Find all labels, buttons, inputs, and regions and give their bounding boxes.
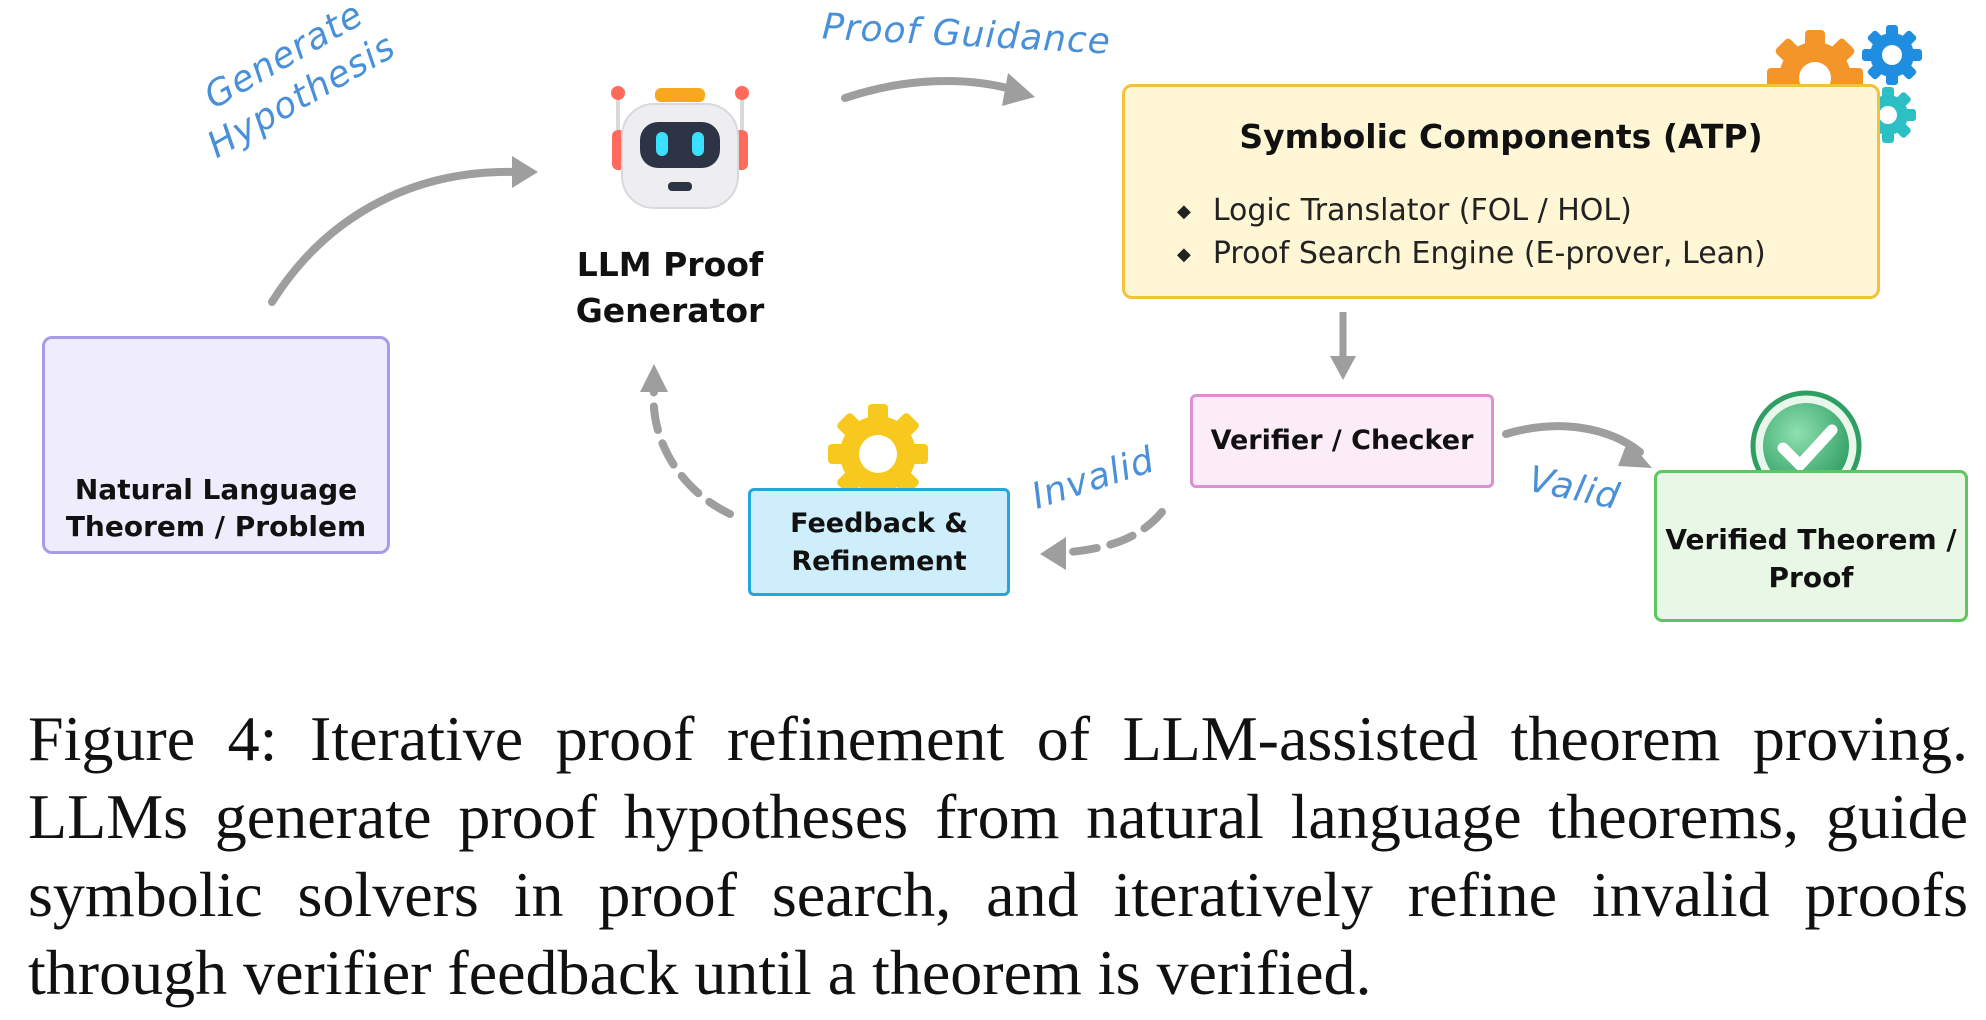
feedback-line2: Refinement: [791, 546, 967, 577]
symbolic-item-1: ◆Logic Translator (FOL / HOL): [1177, 193, 1632, 228]
arrow-valid: [1502, 422, 1652, 468]
nl-theorem-box: Natural Language Theorem / Problem: [42, 336, 390, 554]
nl-theorem-line2: Theorem / Problem: [65, 510, 367, 543]
llm-generator-line2: Generator: [575, 291, 765, 330]
nl-theorem-line1: Natural Language: [74, 473, 358, 506]
verified-box: Verified Theorem / Proof: [1654, 470, 1968, 622]
robot-icon: [611, 86, 749, 209]
verified-line1: Verified Theorem /: [1665, 523, 1957, 556]
feedback-box: Feedback & Refinement: [748, 488, 1010, 596]
symbolic-title: Symbolic Components (ATP): [1239, 117, 1763, 156]
arrow-proof-guidance: [841, 73, 1035, 106]
symbolic-components-box: Symbolic Components (ATP) ◆Logic Transla…: [1122, 84, 1880, 299]
bullet-icon: ◆: [1177, 201, 1191, 222]
verifier-box: Verifier / Checker: [1190, 394, 1494, 488]
arrow-feedback-loop: [640, 364, 734, 518]
arrow-generate-hypothesis: [268, 156, 538, 306]
arrow-symbolic-to-verifier: [1330, 312, 1356, 380]
arrow-invalid: [1040, 508, 1166, 570]
gear-icon: [828, 404, 928, 504]
verified-line2: Proof: [1768, 561, 1854, 594]
bullet-icon: ◆: [1177, 244, 1191, 265]
figure-caption: Figure 4: Iterative proof refinement of …: [28, 703, 1968, 1008]
verifier-label: Verifier / Checker: [1210, 425, 1474, 456]
symbolic-item-2: ◆Proof Search Engine (E-prover, Lean): [1177, 236, 1766, 271]
llm-generator-line1: LLM Proof: [576, 245, 764, 284]
llm-generator-label: LLM Proof Generator: [540, 242, 800, 334]
feedback-line1: Feedback &: [790, 508, 968, 539]
